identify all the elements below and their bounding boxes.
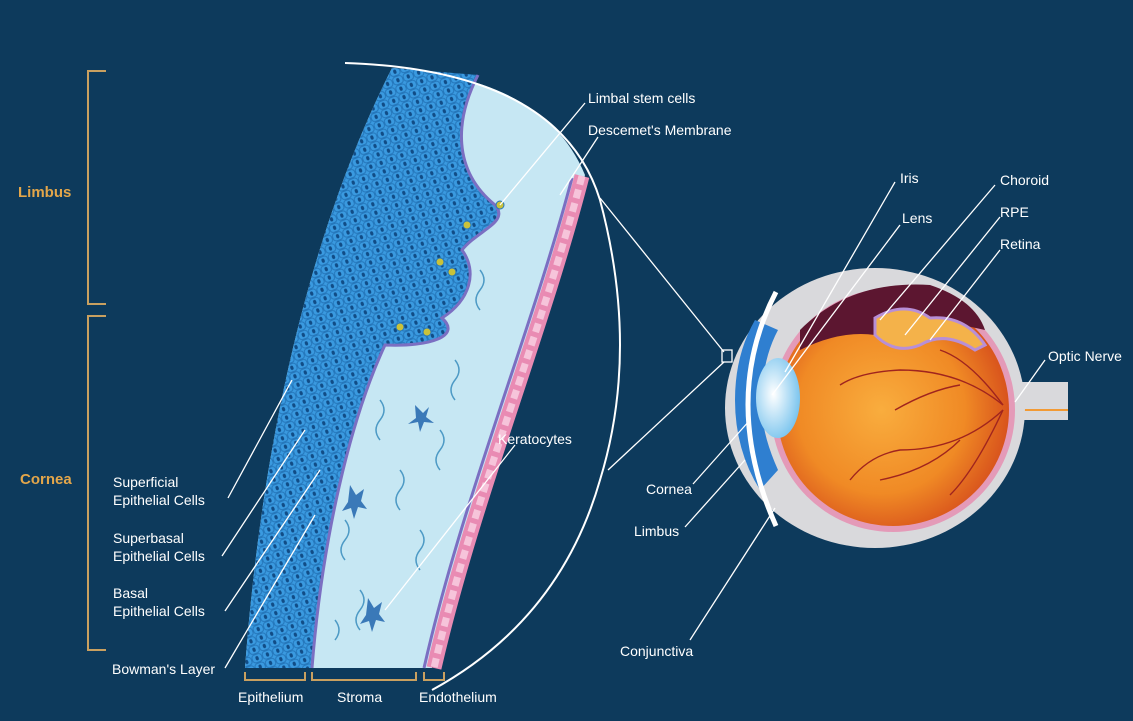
label-limbal-stem-cells: Limbal stem cells bbox=[588, 90, 695, 106]
stroma-bracket bbox=[311, 672, 417, 681]
limbal-stem-cells bbox=[395, 200, 505, 337]
label-limbus: Limbus bbox=[634, 523, 679, 539]
cornea-conjunctiva bbox=[745, 290, 779, 528]
label-optic-nerve: Optic Nerve bbox=[1048, 348, 1122, 364]
label-basal-2: Epithelial Cells bbox=[113, 603, 205, 619]
label-epithelium: Epithelium bbox=[238, 689, 303, 705]
magnifier-connectors bbox=[599, 197, 725, 471]
label-conjunctiva: Conjunctiva bbox=[620, 643, 693, 659]
limbus-section-label: Limbus bbox=[18, 184, 71, 201]
epithelium-bracket bbox=[244, 672, 306, 681]
retina bbox=[777, 294, 1009, 526]
blood-vessels bbox=[839, 349, 1004, 496]
choroid-cutaway bbox=[800, 284, 985, 350]
label-superficial-2: Epithelial Cells bbox=[113, 492, 205, 508]
leader-lines bbox=[221, 102, 1046, 669]
label-iris: Iris bbox=[900, 170, 919, 186]
magnifier-square bbox=[721, 349, 733, 363]
label-descemets-membrane: Descemet's Membrane bbox=[588, 122, 732, 138]
label-keratocytes: Keratocytes bbox=[498, 431, 572, 447]
limbus-bracket bbox=[87, 70, 106, 305]
label-cornea: Cornea bbox=[646, 481, 692, 497]
cornea-bracket bbox=[87, 315, 106, 651]
lens bbox=[756, 358, 800, 438]
rpe-layer bbox=[873, 307, 988, 352]
descemets-membrane bbox=[422, 177, 574, 669]
label-basal-1: Basal bbox=[113, 585, 148, 601]
label-endothelium: Endothelium bbox=[419, 689, 497, 705]
endothelium-bracket bbox=[423, 672, 445, 681]
label-retina: Retina bbox=[1000, 236, 1041, 252]
label-rpe: RPE bbox=[1000, 204, 1029, 220]
keratocytes bbox=[342, 405, 434, 632]
eye-illustration bbox=[725, 268, 1068, 548]
label-bowmans-layer: Bowman's Layer bbox=[112, 661, 215, 677]
endothelial-cells bbox=[430, 175, 586, 669]
stroma-fibers bbox=[334, 269, 485, 641]
cornea-section-label: Cornea bbox=[20, 471, 72, 488]
label-lens: Lens bbox=[902, 210, 932, 226]
epithelium-layer bbox=[245, 68, 499, 668]
bowmans-layer bbox=[310, 74, 501, 669]
label-superbasal-1: Superbasal bbox=[113, 530, 184, 546]
label-stroma: Stroma bbox=[337, 689, 382, 705]
label-choroid: Choroid bbox=[1000, 172, 1049, 188]
label-superbasal-2: Epithelial Cells bbox=[113, 548, 205, 564]
magnifier-arc bbox=[344, 62, 621, 691]
label-superficial-1: Superficial bbox=[113, 474, 178, 490]
cornea-cross-section bbox=[245, 68, 590, 670]
